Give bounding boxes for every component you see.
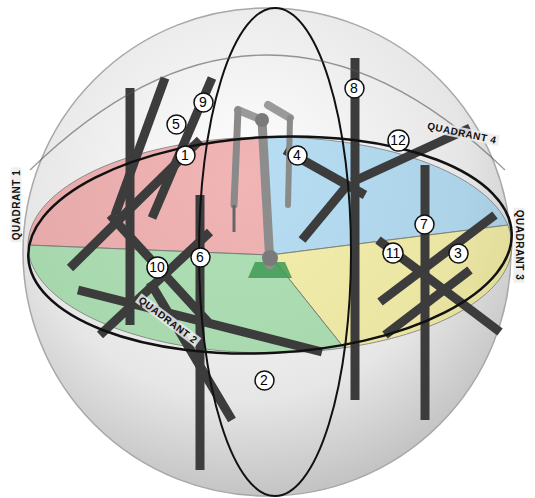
- callout-number: 5: [172, 117, 180, 131]
- meridian-ring-back: [30, 55, 505, 170]
- callout-circle: 2: [254, 370, 275, 391]
- work-sphere: [23, 8, 511, 496]
- callout-circle: 3: [448, 243, 469, 264]
- callout-number: 9: [199, 95, 207, 109]
- beam: [385, 270, 470, 335]
- callout-number: 7: [420, 217, 428, 231]
- callout-circle: 5: [166, 114, 187, 135]
- callout-number: 1: [181, 148, 189, 162]
- callout-circle: 12: [387, 129, 410, 152]
- beam: [421, 165, 430, 420]
- callout-circle: 6: [190, 247, 211, 268]
- callout-number: 3: [454, 246, 462, 260]
- callout-circle: 1: [175, 145, 196, 166]
- quadrant-label: QUADRANT 4: [424, 120, 499, 146]
- callout-number: 4: [293, 148, 301, 162]
- callout-circle: 9: [193, 92, 214, 113]
- callout-circle: 11: [382, 242, 404, 264]
- equator-ring: [23, 124, 518, 365]
- meridian-ring: [199, 8, 351, 496]
- callout-circle: 4: [287, 145, 308, 166]
- callout-circle: 10: [146, 256, 169, 279]
- callout-number: 11: [386, 246, 401, 260]
- quadrant-label: QUADRANT 1: [11, 168, 22, 243]
- quadrant-label: QUADRANT 2: [135, 293, 201, 347]
- callout-number: 6: [196, 250, 204, 264]
- quadrant-label: QUADRANT 3: [514, 208, 525, 283]
- callout-number: 8: [350, 81, 358, 95]
- beam: [378, 240, 500, 332]
- callout-number: 10: [149, 260, 165, 274]
- callout-circle: 7: [414, 214, 435, 235]
- callout-number: 2: [260, 373, 268, 387]
- beam: [302, 182, 350, 240]
- beam: [351, 58, 360, 400]
- robot-arm: [234, 105, 292, 278]
- beam-structures: [70, 58, 500, 470]
- callout-number: 12: [390, 133, 406, 147]
- callout-circle: 8: [344, 78, 365, 99]
